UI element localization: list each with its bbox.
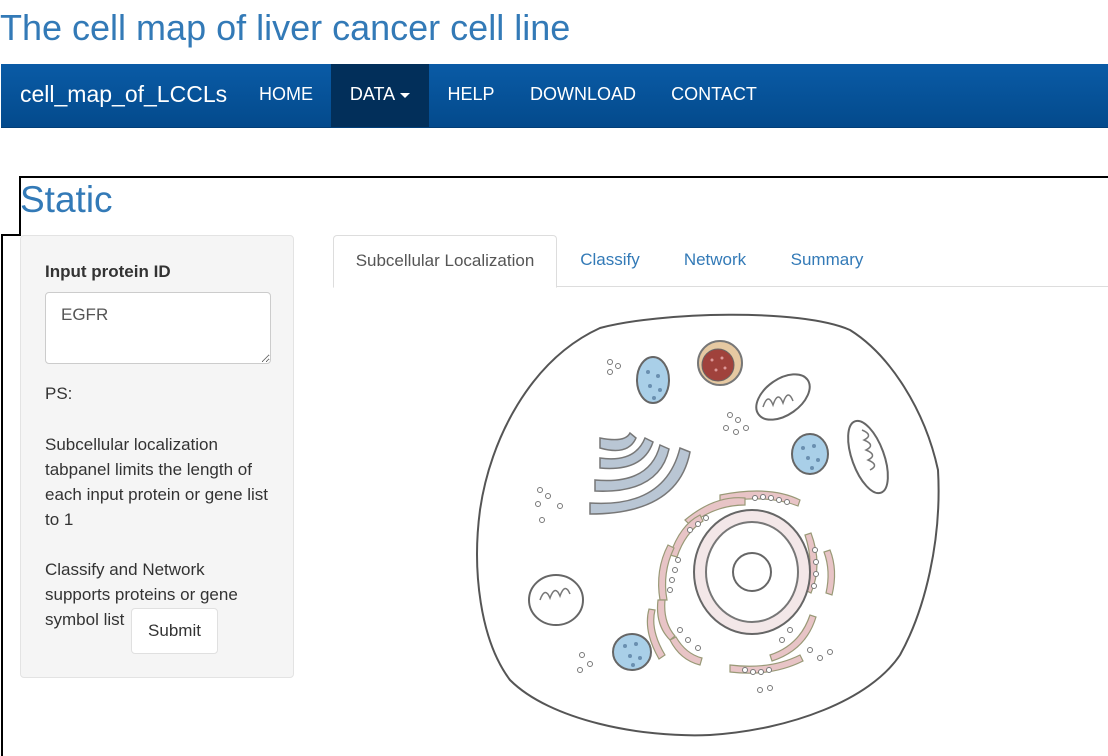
- navbar-brand[interactable]: cell_map_of_LCCLs: [20, 81, 228, 107]
- tab-bar: Subcellular Localization Classify Networ…: [333, 235, 1108, 288]
- sidebar-panel: Input protein ID PS: Subcellular localiz…: [20, 235, 294, 678]
- navbar: cell_map_of_LCCLs HOME DATA HELP DOWNLOA…: [1, 64, 1108, 128]
- ps-label: PS:: [45, 384, 73, 403]
- tab-network[interactable]: Network: [683, 250, 747, 269]
- classify-network-note: Classify and Network supports proteins o…: [45, 560, 238, 629]
- nav-data-label: DATA: [349, 84, 396, 104]
- caret-down-icon: [400, 92, 411, 98]
- nav-contact-label: CONTACT: [671, 84, 757, 104]
- section-title: Static: [20, 179, 113, 220]
- input-protein-label: Input protein ID: [45, 262, 171, 281]
- nav-download-label: DOWNLOAD: [529, 84, 636, 104]
- submit-button[interactable]: Submit: [131, 608, 218, 654]
- tab-summary[interactable]: Summary: [790, 250, 864, 269]
- cell-diagram-icon: [476, 313, 940, 737]
- nav-home[interactable]: HOME: [241, 64, 331, 127]
- localization-limit-note: Subcellular localization tabpanel limits…: [45, 435, 269, 529]
- nav-help-label: HELP: [447, 84, 495, 104]
- tab-classify[interactable]: Classify: [580, 250, 640, 269]
- tab-subcellular-localization[interactable]: Subcellular Localization: [333, 235, 557, 288]
- nav-contact[interactable]: CONTACT: [653, 64, 775, 127]
- nav-home-label: HOME: [259, 84, 313, 104]
- protein-id-input[interactable]: [45, 292, 271, 364]
- nav-download[interactable]: DOWNLOAD: [513, 64, 653, 127]
- page-title: The cell map of liver cancer cell line: [0, 7, 571, 48]
- nav-data-dropdown[interactable]: DATA: [331, 64, 429, 127]
- nav-help[interactable]: HELP: [429, 64, 513, 127]
